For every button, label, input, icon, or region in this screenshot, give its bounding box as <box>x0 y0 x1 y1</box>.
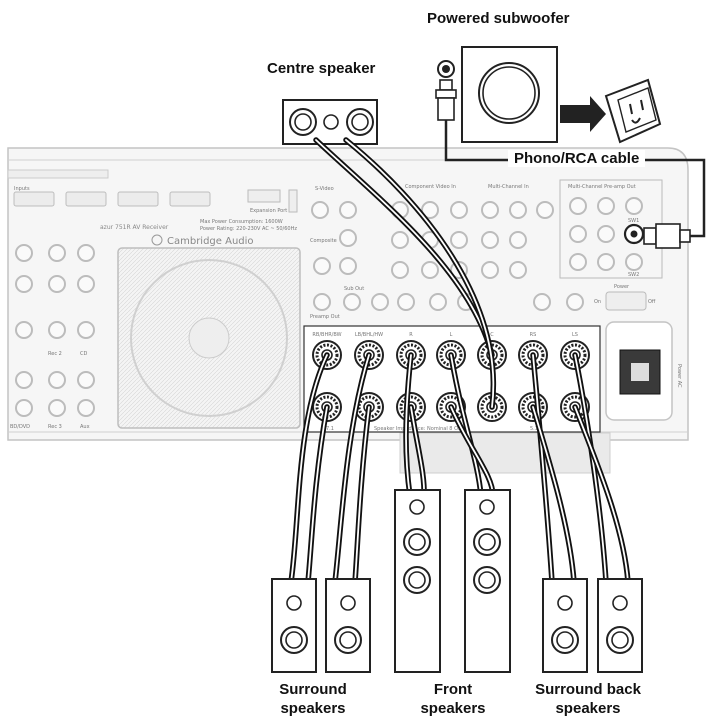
front-speaker-right <box>394 489 441 673</box>
aux-label: Aux <box>80 424 90 430</box>
terminal-label: LS <box>572 332 578 338</box>
centre-speaker-callout: Centre speaker <box>267 60 376 77</box>
video-jacks <box>311 201 584 311</box>
powered-subwoofer <box>437 46 662 144</box>
hdmi-ports <box>13 191 211 207</box>
speaker-cable <box>305 404 330 585</box>
impedance-label: Speaker Impedance: Nominal 8 Ohms <box>374 426 469 432</box>
cable-callout: Phono/RCA cable <box>508 150 646 167</box>
composite-label: Composite <box>310 238 337 244</box>
surround-callout-line1: Surround <box>279 681 347 698</box>
arrow-right-icon <box>560 96 606 132</box>
fan-grille <box>117 247 301 429</box>
surround-speaker-right <box>325 578 371 673</box>
power-label: Power <box>614 284 630 290</box>
speaker-terminal-labels: RB/BHR/BW LB/BHL/HW R L C RS LS <box>312 332 578 338</box>
speaker-cable <box>403 352 414 499</box>
power-on-label: On <box>594 299 601 305</box>
speaker-cable <box>343 137 497 410</box>
sw2-label: SW2 <box>628 272 639 278</box>
terminal-label: R <box>409 332 413 338</box>
sw1-label: SW1 <box>628 218 639 224</box>
multich-in-label: Multi-Channel In <box>488 184 529 190</box>
speaker-cable <box>530 404 577 585</box>
expansion-port-label: Expansion Port <box>250 208 287 214</box>
terminal-label: LB/BHL/HW <box>355 332 383 338</box>
power-switch <box>605 291 647 311</box>
front-speaker-left <box>464 489 511 673</box>
brand-logo-icon <box>151 234 163 246</box>
label-71: 7.1 <box>326 426 334 432</box>
cd-label: CD <box>80 351 87 357</box>
surround-back-callout-line2: speakers <box>555 700 621 717</box>
receiver-back-panel: Inputs Expansion Port azur 751R AV Recei… <box>7 147 689 474</box>
rca-cable <box>435 79 706 249</box>
surround-back-speaker-right <box>597 578 643 673</box>
speaker-cable <box>332 352 372 585</box>
speaker-cable <box>448 352 484 499</box>
sub-out-label: Sub Out <box>344 286 364 292</box>
surround-callout: Surround speakers <box>258 680 368 718</box>
terminal-label: C <box>490 332 494 338</box>
speaker-cable <box>352 404 372 585</box>
surround-back-speaker-left <box>542 578 588 673</box>
speaker-cable <box>530 352 555 585</box>
brand-label: Cambridge Audio <box>167 236 254 247</box>
surround-back-callout: Surround back speakers <box>518 680 658 718</box>
preamp-out-label: Preamp Out <box>310 314 340 320</box>
inputs-label: Inputs <box>14 186 30 192</box>
front-callout-line2: speakers <box>420 700 486 717</box>
terminal-label: RS <box>530 332 537 338</box>
front-callout-line1: Front <box>433 681 473 698</box>
speaker-cable <box>313 137 495 358</box>
power-consumption: Max Power Consumption: 1600W <box>200 219 283 225</box>
preamp-out-jacks <box>569 197 643 271</box>
power-rating: Power Rating: 220-230V AC ~ 50/60Hz <box>200 226 297 232</box>
surround-back-callout-line1: Surround back <box>535 681 641 698</box>
terminal-label: L <box>450 332 453 338</box>
power-ac-label: Power AC <box>676 364 682 388</box>
svideo-label: S-Video <box>315 186 334 192</box>
power-off-label: Off <box>648 299 656 305</box>
speaker-cable <box>572 352 609 585</box>
surround-speaker-left <box>271 578 317 673</box>
analog-input-jacks <box>15 244 95 417</box>
rec2-label: Rec 2 <box>48 351 62 357</box>
model-label: azur 751R AV Receiver <box>100 224 169 231</box>
front-callout: Front speakers <box>398 680 508 718</box>
component-label: Component Video In <box>405 184 456 190</box>
terminal-label: RB/BHR/BW <box>312 332 341 338</box>
centre-speaker <box>282 99 378 145</box>
bddvd-label: BD/DVD <box>10 424 30 430</box>
speaker-cable <box>288 352 330 585</box>
power-outlet-icon <box>604 78 662 144</box>
surround-callout-line2: speakers <box>280 700 346 717</box>
subwoofer-callout: Powered subwoofer <box>427 10 570 27</box>
multich-preout-label: Multi-Channel Pre-amp Out <box>568 184 636 190</box>
speaker-cable <box>572 404 631 585</box>
expansion-port <box>247 189 281 203</box>
rec3-label: Rec 3 <box>48 424 62 430</box>
label-51: 5.1 <box>530 426 538 432</box>
